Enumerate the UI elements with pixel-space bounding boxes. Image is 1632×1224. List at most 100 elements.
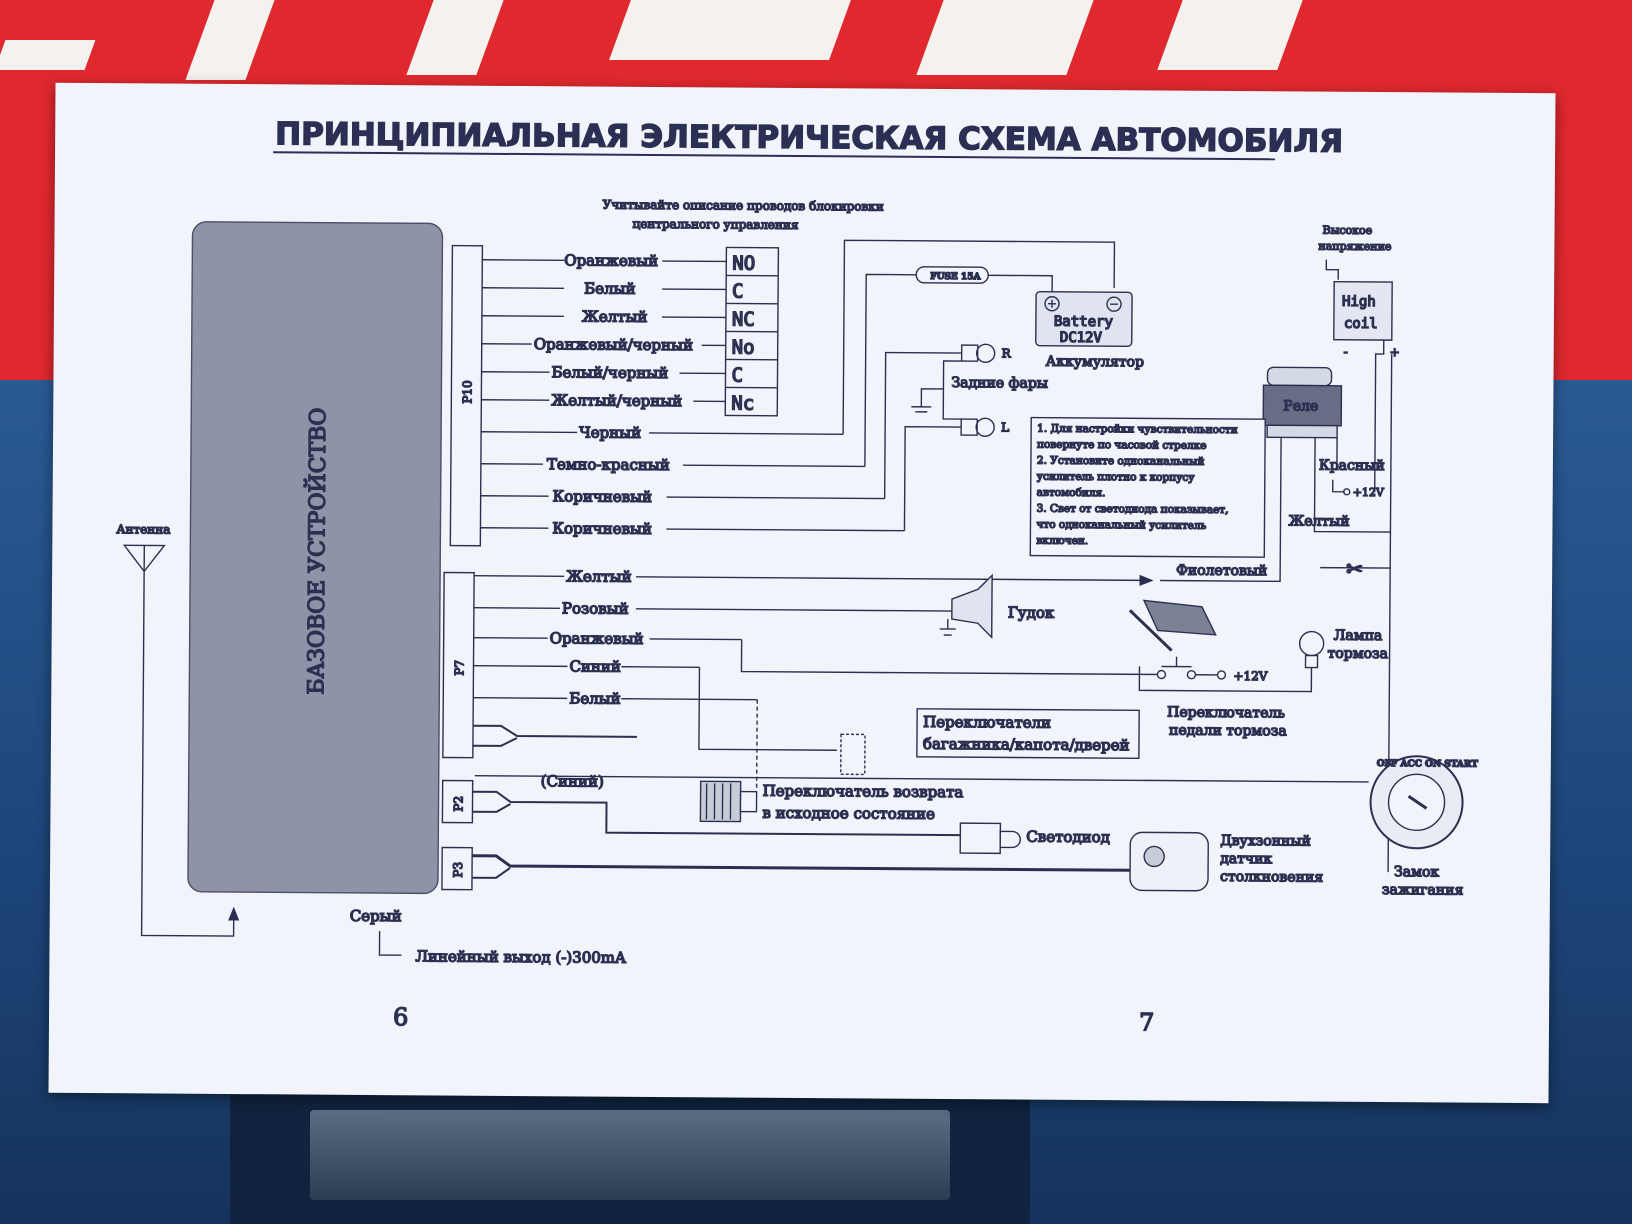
battery-line1: Battery — [1054, 314, 1113, 330]
p10-wire-1: Оранжевый — [564, 251, 658, 270]
brake-lamp-base — [1304, 654, 1319, 669]
poster-stripe — [916, 0, 1094, 75]
scissors-icon: ✂ — [1346, 557, 1363, 581]
brake-switch-line2: педали тормоза — [1169, 723, 1287, 740]
p10-wire-3: Желтый — [582, 307, 648, 325]
battery-minus-terminal — [1106, 296, 1122, 312]
p7-wire-2: Розовый — [562, 599, 629, 617]
title-underline — [273, 151, 1276, 161]
lock-note-line1: Учитывайте описание проводов блокировки — [603, 198, 884, 214]
battery-body — [1035, 290, 1133, 347]
relay-terminal-nc2: Nc — [731, 393, 754, 415]
fuse-to-battery-wire — [988, 274, 1053, 292]
p10-wire-5: Белый/черный — [551, 363, 668, 382]
connector-p2 — [441, 779, 474, 824]
brake-switch-line1: Переключатель — [1167, 705, 1285, 722]
brake-lamp-bulb — [1298, 630, 1325, 657]
reset-switch-line1: Переключатель возврата — [763, 782, 964, 801]
ground-wire-to-battery — [842, 239, 1116, 435]
taillight-left-socket — [960, 418, 978, 436]
brake-switch-contact-b — [1186, 670, 1197, 680]
taillight-wire-right — [883, 351, 962, 499]
battery-plus-terminal — [1044, 296, 1060, 312]
page-number-left: 6 — [393, 1003, 408, 1031]
taillight-left-letter: L — [1001, 420, 1009, 434]
wiring-diagram: ПРИНЦИПИАЛЬНАЯ ЭЛЕКТРИЧЕСКАЯ СХЕМА АВТОМ… — [116, 116, 1479, 1038]
relay-terminal-c2: C — [731, 365, 743, 387]
taillight-right-letter: R — [1002, 346, 1012, 360]
shock-sensor-knob — [1143, 845, 1165, 868]
battery-label: Аккумулятор — [1046, 354, 1144, 371]
p7-harness — [473, 724, 637, 738]
p10-wire-9: Коричневый — [553, 487, 653, 506]
connector-p7-label: P7 — [452, 660, 466, 676]
coil-hv-lead — [1325, 259, 1339, 280]
connector-p10 — [449, 244, 484, 547]
p2-harness — [472, 790, 961, 837]
relay-yellow-wire — [1313, 437, 1391, 533]
shock-sensor-line1: Двухзонный — [1220, 833, 1311, 850]
note-line-3: 2. Установите одноканальный — [1037, 455, 1205, 468]
door-switches-line2: багажника/капота/дверей — [923, 735, 1130, 754]
p10-wire-8: Темно-красный — [547, 455, 670, 474]
poster-stripe — [185, 0, 275, 80]
ignition-line2: зажигания — [1382, 882, 1464, 899]
shock-sensor-box — [1129, 831, 1209, 892]
note-line-4: усилитель плотно к корпусу — [1037, 471, 1196, 484]
p10-wire-lines — [480, 259, 905, 532]
poster-stripe — [406, 0, 504, 75]
door-switch-icon — [840, 733, 866, 776]
relay-label: Реле — [1283, 398, 1318, 414]
taillight-ground-wire — [920, 388, 944, 407]
relay-top — [1266, 366, 1333, 387]
coil-plus: + — [1390, 345, 1400, 359]
page-number-right: 7 — [1139, 1008, 1154, 1036]
gray-wire-label: Серый — [350, 907, 402, 925]
p2-wire-label: (Синий) — [541, 772, 604, 790]
lock-note-line2: центрального управления — [633, 217, 799, 232]
taillight-left-bulb — [975, 417, 995, 437]
note-line-6: 3. Свет от светодиода показывает, — [1037, 503, 1229, 516]
taillight-right-socket — [960, 344, 979, 362]
relay-terminal-dividers — [725, 274, 779, 389]
high-coil-box — [1333, 281, 1393, 341]
brake-lamp-line1: Лампа — [1334, 628, 1383, 644]
violet-wire-label: Фиолетовый — [1176, 563, 1267, 580]
relay-terminal-c: C — [732, 281, 744, 303]
ignition-line1: Замок — [1394, 864, 1439, 880]
p7-wire-5: Белый — [569, 689, 620, 707]
note-line-8: включен. — [1036, 535, 1088, 547]
relay-terminal-nc: NC — [732, 309, 755, 331]
note-line-1: 1. Для настройки чувствительности — [1037, 423, 1238, 436]
binder-clip — [230, 1090, 1030, 1224]
base-unit-box — [187, 221, 444, 895]
base-unit-label: БАЗОВОЕ УСТРОЙСТВО — [301, 408, 331, 695]
brake-plus12: +12V — [1233, 669, 1267, 683]
p10-wire-2: Белый — [584, 279, 635, 297]
p3-harness — [472, 854, 1131, 872]
connector-p3-label: P3 — [451, 862, 465, 878]
antenna-label: Антенна — [116, 522, 170, 536]
shock-sensor-line2: датчик — [1220, 851, 1272, 867]
poster-stripe — [1157, 0, 1303, 70]
p7-wire-lines — [473, 574, 1154, 788]
power-wire-to-fuse — [864, 273, 917, 467]
reset-switch-line2: в исходное состояние — [762, 804, 935, 823]
notes-box — [1029, 416, 1266, 558]
shock-sensor-line3: столкновения — [1220, 869, 1323, 886]
ignition-bus-wire — [474, 775, 1369, 783]
plus12-stub — [1332, 479, 1345, 493]
taillight-ground-bus — [942, 360, 962, 420]
door-switches-box — [916, 708, 1140, 760]
connector-p3 — [441, 846, 473, 891]
relay-violet-wire — [1160, 437, 1282, 583]
note-line-5: автомобиля. — [1037, 487, 1106, 499]
antenna-wire — [140, 571, 240, 937]
p10-wire-7: Черный — [579, 423, 641, 441]
brake-pedal-icon — [1142, 599, 1217, 636]
relay-terminal-no2: No — [732, 337, 755, 359]
connector-p10-label: P10 — [460, 380, 474, 403]
output-line-label: Линейный выход (-)300mA — [415, 947, 626, 966]
p7-wire-3: Оранжевый — [550, 629, 644, 648]
p10-wire-10: Коричневый — [552, 519, 652, 538]
